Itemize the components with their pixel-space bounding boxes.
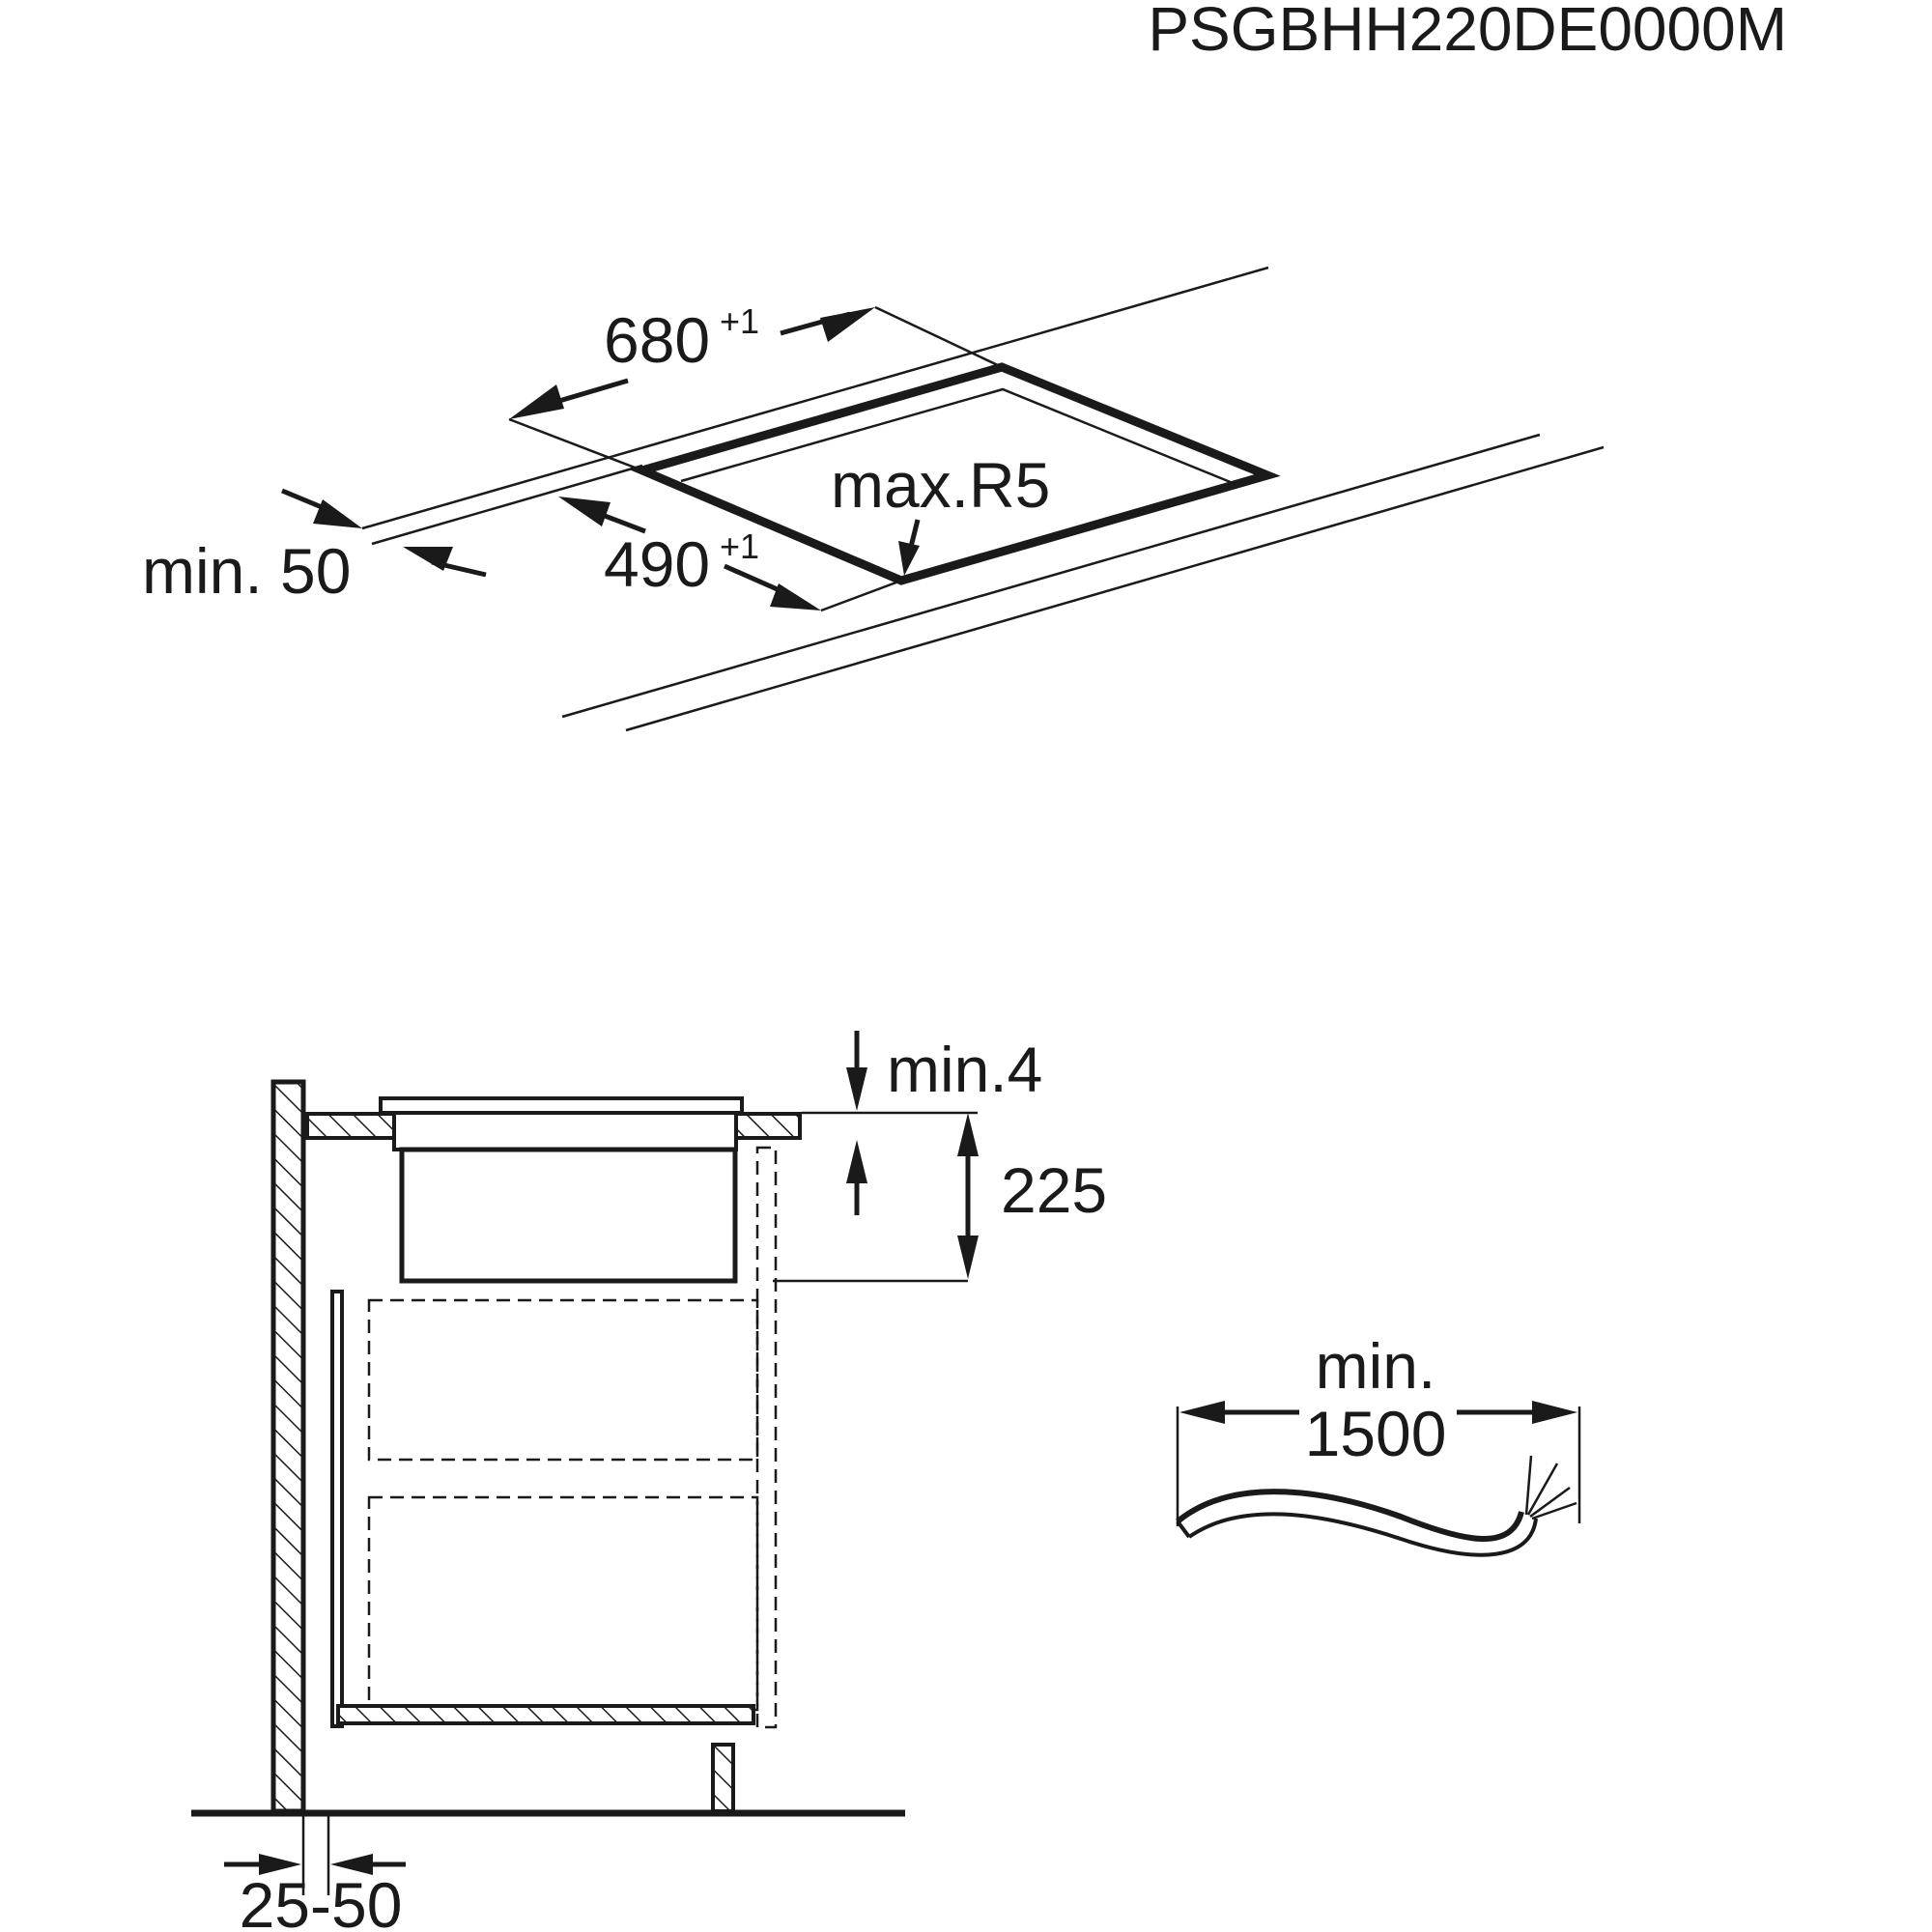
worktop-left xyxy=(305,1112,396,1140)
worktop-right xyxy=(734,1112,802,1140)
wall-gap-arrow-left xyxy=(259,1854,301,1875)
cross-section: min.4 225 25-50 xyxy=(191,1031,1107,1932)
back-wall xyxy=(270,1079,306,1814)
width-arrow-left xyxy=(509,384,564,419)
cabinet-back-panel xyxy=(330,1290,344,1728)
edge-arrow-bottom xyxy=(403,547,453,571)
cabinet-side-dashed xyxy=(755,1146,778,1729)
height-label: 225 xyxy=(1001,1154,1107,1226)
worktop-edge-front-2 xyxy=(625,445,1605,732)
wall-gap-label: 25-50 xyxy=(240,1869,403,1932)
height-arrow-top xyxy=(957,1113,979,1156)
cable-body-edge xyxy=(1187,1512,1538,1557)
depth-value: 490 xyxy=(604,528,710,600)
depth-tolerance: +1 xyxy=(720,526,759,566)
hob-body xyxy=(399,1147,738,1284)
cable-body xyxy=(1176,1489,1524,1542)
cable-arrow-left xyxy=(1179,1401,1225,1424)
width-tolerance: +1 xyxy=(720,301,759,341)
cable-length: min. 1500 xyxy=(1176,1330,1581,1557)
cable-wire-3 xyxy=(1529,1486,1571,1519)
depth-arrow-top xyxy=(558,497,611,526)
radius-arrow xyxy=(898,541,920,576)
depth-extension xyxy=(820,579,902,612)
gap-arrow-top xyxy=(846,1067,867,1111)
edge-distance-label: min. 50 xyxy=(142,535,351,607)
cable-label-line1: min. xyxy=(1316,1330,1436,1402)
cabinet-foot xyxy=(711,1743,735,1813)
depth-arrow-bottom xyxy=(770,583,821,611)
worktop-edge-back xyxy=(361,266,1269,530)
gap-arrow-bottom xyxy=(846,1140,867,1183)
cable-wire-4 xyxy=(1531,1501,1577,1520)
cable-wire-2 xyxy=(1526,1463,1559,1516)
cutout-perspective: 680 +1 490 +1 max.R5 min. 50 xyxy=(142,266,1605,732)
cable-wire-1 xyxy=(1524,1455,1533,1516)
worktop-edge-front xyxy=(561,433,1541,719)
edge-arrow-top xyxy=(313,499,362,528)
worktop-edge-back-2 xyxy=(371,464,643,546)
corner-radius-label: max.R5 xyxy=(831,449,1050,521)
width-value: 680 xyxy=(604,304,710,376)
cable-arrow-right xyxy=(1532,1401,1577,1424)
cutout-inner-edge xyxy=(680,387,1234,485)
wall-gap-arrow-right xyxy=(330,1854,373,1875)
product-code: PSGBHH220DE0000M xyxy=(1148,0,1787,64)
drawer-upper-dashed xyxy=(367,1298,759,1462)
drawer-lower-dashed xyxy=(367,1495,759,1712)
height-arrow-bottom xyxy=(957,1236,979,1279)
hob-frame xyxy=(392,1111,738,1151)
width-extension-left xyxy=(508,417,643,472)
width-arrow-right xyxy=(820,307,875,342)
cable-end-cap xyxy=(1176,1520,1191,1539)
cutout-opening xyxy=(629,362,1281,585)
cable-label-line2: 1500 xyxy=(1305,1398,1447,1469)
gap-label: min.4 xyxy=(887,1034,1042,1105)
cabinet-bottom-shelf xyxy=(336,1704,755,1725)
hob-glass xyxy=(379,1096,744,1115)
width-extension-right xyxy=(874,305,1003,369)
